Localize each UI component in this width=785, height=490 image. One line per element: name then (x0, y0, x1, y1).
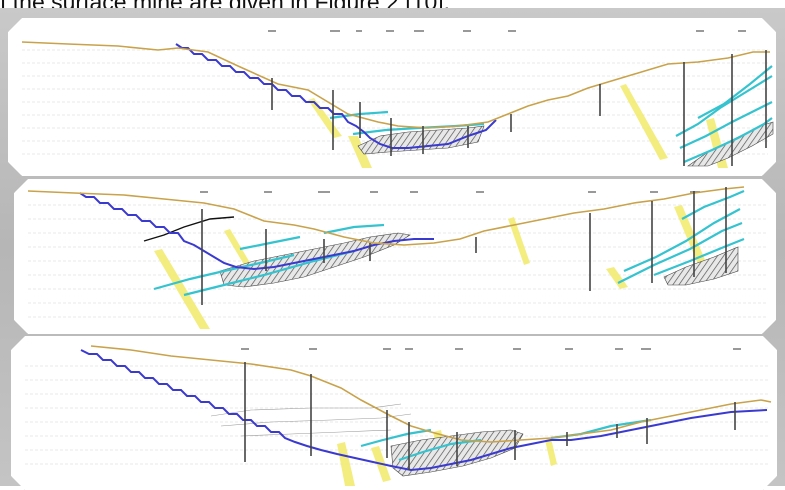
cross-section-panel-2 (14, 179, 776, 334)
grid-lines (28, 205, 768, 317)
borehole-header-marks (200, 191, 700, 193)
drillholes (202, 187, 726, 305)
cross-section-panel-1 (8, 18, 776, 176)
excavation-profile (80, 193, 434, 269)
borehole-header-marks (241, 348, 741, 350)
seam-lines (154, 191, 744, 295)
cross-section-2-drawing (14, 179, 776, 334)
coal-seam-body-right (664, 247, 738, 285)
cross-section-1-drawing (8, 18, 776, 176)
fault-zones (308, 84, 728, 168)
borehole-header-marks (268, 30, 746, 32)
drillholes (272, 50, 766, 166)
excavation-profile (81, 350, 767, 470)
figure-2-cross-sections (0, 8, 785, 486)
coal-seam-body-right (688, 122, 773, 166)
excavation-profile (176, 44, 496, 148)
older-excavation-line (144, 217, 234, 241)
ground-surface (22, 42, 770, 128)
cross-section-panel-3 (11, 336, 777, 490)
drillholes (245, 362, 735, 470)
cross-section-3-drawing (11, 336, 777, 490)
ground-surface (28, 187, 744, 245)
